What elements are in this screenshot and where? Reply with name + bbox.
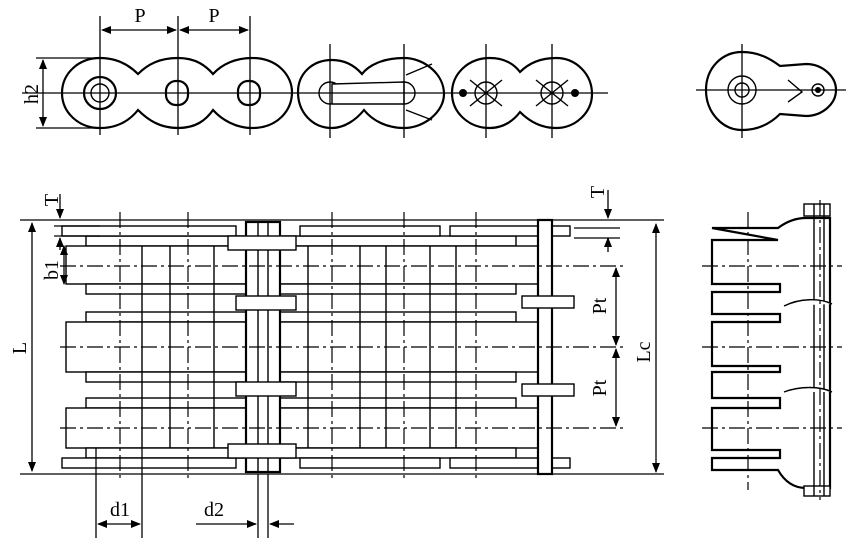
pin-diameter-label: d2	[204, 499, 224, 521]
chain-side-view: P P h2	[21, 5, 608, 138]
chain-end-view-top	[696, 44, 846, 138]
plate-height-label: h2	[21, 84, 43, 104]
overall-length-label: L	[9, 342, 31, 354]
plate-thickness-label-right: T	[587, 186, 609, 198]
transverse-pitch-label-bottom: Pt	[589, 379, 611, 396]
chain-plan-view: T b1 L T Pt Pt Lc d1 d2	[9, 186, 664, 538]
pitch-label-right: P	[208, 5, 219, 27]
pitch-label-left: P	[134, 5, 145, 27]
inner-width-label: b1	[41, 260, 63, 280]
transverse-pitch-label-top: Pt	[589, 297, 611, 314]
chain-end-view-bottom	[702, 200, 842, 500]
strand-1	[65, 235, 543, 295]
plate-thickness-label-left: T	[41, 194, 63, 206]
roller-diameter-label: d1	[110, 499, 130, 521]
connecting-length-label: Lc	[633, 341, 655, 362]
